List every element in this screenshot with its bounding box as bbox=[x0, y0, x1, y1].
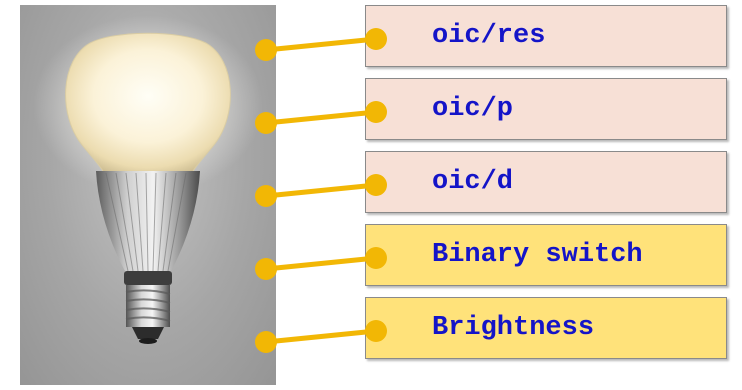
resource-box-oic-res: oic/res bbox=[365, 5, 727, 67]
connector-dot-left bbox=[255, 39, 277, 61]
connector-line bbox=[265, 255, 377, 272]
resource-label: oic/p bbox=[432, 94, 514, 124]
connector-line bbox=[265, 36, 377, 53]
connector-dot-right bbox=[365, 101, 387, 123]
resource-box-oic-p: oic/p bbox=[365, 78, 727, 140]
resource-label: oic/d bbox=[432, 167, 514, 197]
connector-dot-left bbox=[255, 112, 277, 134]
connector-dot-left bbox=[255, 185, 277, 207]
connector-line bbox=[265, 182, 377, 199]
connector-dot-right bbox=[365, 28, 387, 50]
resource-box-oic-d: oic/d bbox=[365, 151, 727, 213]
connector-dot-left bbox=[255, 331, 277, 353]
resource-box-binary-switch: Binary switch bbox=[365, 224, 727, 286]
resource-label: Brightness bbox=[432, 313, 595, 343]
light-bulb-icon bbox=[33, 15, 263, 344]
connector-dot-right bbox=[365, 247, 387, 269]
connector-dot-left bbox=[255, 258, 277, 280]
connector-line bbox=[265, 328, 377, 345]
resource-label: oic/res bbox=[432, 21, 546, 51]
light-bulb-image bbox=[20, 5, 276, 385]
connector-line bbox=[265, 109, 377, 126]
resource-label: Binary switch bbox=[432, 240, 643, 270]
connector-dot-right bbox=[365, 320, 387, 342]
connector-dot-right bbox=[365, 174, 387, 196]
resource-box-brightness: Brightness bbox=[365, 297, 727, 359]
